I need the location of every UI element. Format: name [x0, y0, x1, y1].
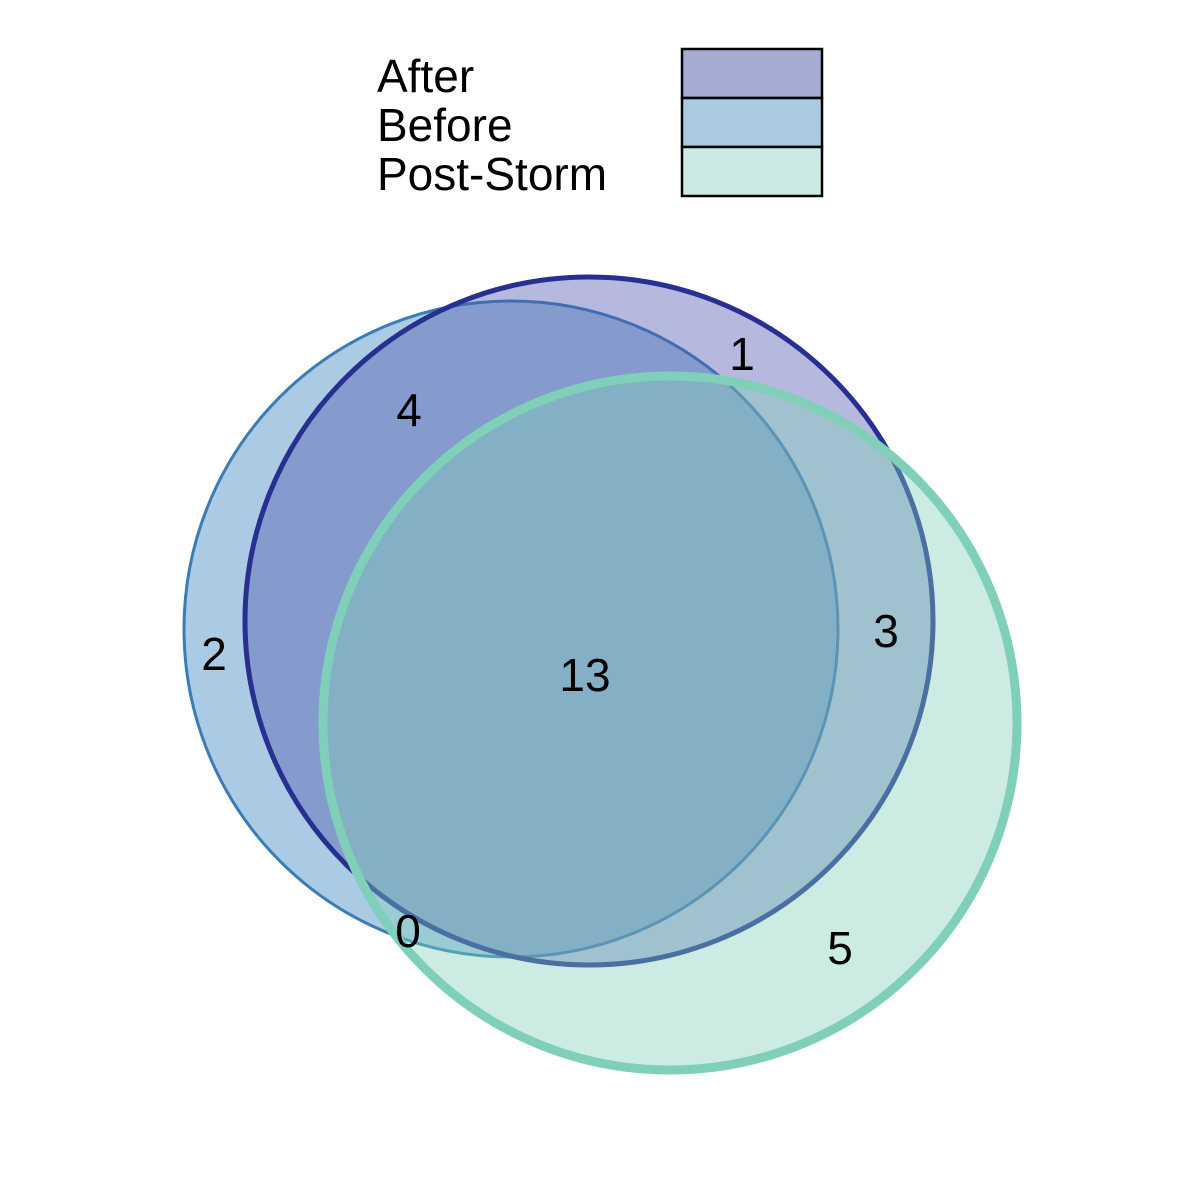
- legend-label-before: Before: [377, 99, 513, 151]
- legend-swatch-post-storm: [680, 145, 824, 198]
- count-all-three: 13: [559, 649, 610, 701]
- count-after-before: 4: [396, 384, 422, 436]
- count-before-only: 2: [201, 628, 227, 680]
- region-counts: 1 4 2 13 3 0 5: [201, 328, 899, 974]
- legend-label-post-storm: Post-Storm: [377, 148, 607, 200]
- circle-post-storm: [318, 371, 1022, 1075]
- count-after-only: 1: [729, 328, 755, 380]
- set-circles: [182, 274, 1022, 1075]
- count-after-post-storm: 3: [873, 605, 899, 657]
- legend-label-after: After: [377, 50, 474, 102]
- legend-swatch-after: [680, 47, 824, 100]
- count-post-storm-only: 5: [827, 922, 853, 974]
- legend-swatch-before: [680, 96, 824, 149]
- legend: After Before Post-Storm: [377, 47, 824, 200]
- circle-after: [242, 274, 936, 968]
- count-before-post-storm: 0: [395, 905, 421, 957]
